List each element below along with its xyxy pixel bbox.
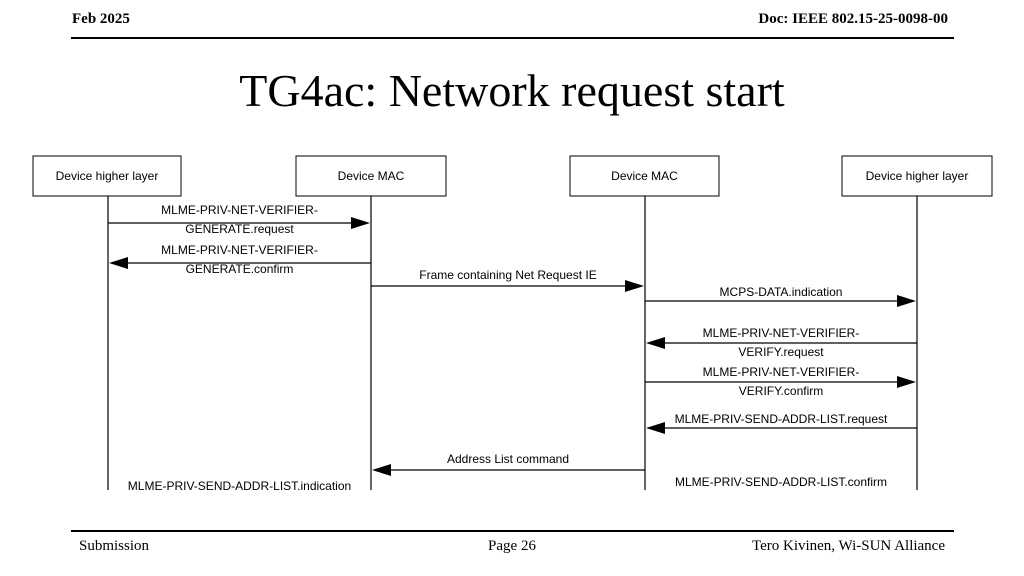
lifeline-box-device-mac-left <box>295 155 447 197</box>
message-6-label: MLME-PRIV-SEND-ADDR-LIST.request <box>675 412 888 426</box>
message-8-label: MLME-PRIV-SEND-ADDR-LIST.indication <box>128 479 351 493</box>
lifeline-box-device-higher-layer-right <box>841 155 993 197</box>
header-divider <box>71 37 954 39</box>
header-doc-id: Doc: IEEE 802.15-25-0098-00 <box>758 11 948 27</box>
diagram-clip-mask <box>0 492 1024 528</box>
lifeline-label-device-higher-layer-right: Device higher layer <box>866 169 969 183</box>
footer-author: Tero Kivinen, Wi-SUN Alliance <box>751 538 945 554</box>
message-5-label: MLME-PRIV-NET-VERIFIER- <box>703 365 860 379</box>
message-1-label: GENERATE.confirm <box>186 262 294 276</box>
message-4-label: MLME-PRIV-NET-VERIFIER- <box>703 326 860 340</box>
message-3-label: MCPS-DATA.indication <box>720 285 843 299</box>
header-date: Feb 2025 <box>72 11 130 27</box>
footer-page-number: Page 26 <box>488 538 536 554</box>
message-0-label: MLME-PRIV-NET-VERIFIER- <box>161 203 318 217</box>
message-1-label: MLME-PRIV-NET-VERIFIER- <box>161 243 318 257</box>
message-7-arrowhead <box>372 464 391 476</box>
message-3-arrowhead <box>897 295 916 307</box>
message-4-arrowhead <box>646 337 665 349</box>
message-6-arrowhead <box>646 422 665 434</box>
message-2-arrowhead <box>625 280 644 292</box>
message-4-label: VERIFY.request <box>738 345 824 359</box>
footer-divider <box>71 530 954 532</box>
lifeline-label-device-mac-right: Device MAC <box>611 169 678 183</box>
slide-title: TG4ac: Network request start <box>239 65 785 116</box>
message-7-label: Address List command <box>447 452 569 466</box>
message-9-label: MLME-PRIV-SEND-ADDR-LIST.confirm <box>675 475 887 489</box>
lifeline-label-device-higher-layer-left: Device higher layer <box>56 169 159 183</box>
footer-submission: Submission <box>79 538 150 554</box>
message-0-arrowhead <box>351 217 370 229</box>
message-5-arrowhead <box>897 376 916 388</box>
message-2-label: Frame containing Net Request IE <box>419 268 596 282</box>
message-0-label: GENERATE.request <box>185 222 294 236</box>
message-1-arrowhead <box>109 257 128 269</box>
message-5-label: VERIFY.confirm <box>739 384 823 398</box>
lifeline-box-device-higher-layer-left <box>32 155 182 197</box>
lifeline-label-device-mac-left: Device MAC <box>338 169 405 183</box>
